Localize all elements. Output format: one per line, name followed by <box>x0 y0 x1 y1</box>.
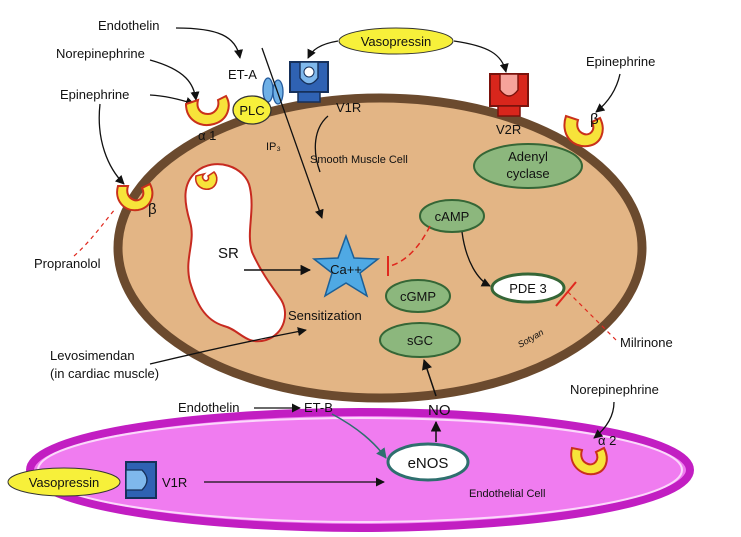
milrinone-inhibit-bar <box>555 281 577 307</box>
arrow-norepinephrine-to-alpha2 <box>593 401 615 439</box>
norepinephrine-top-label: Norepinephrine <box>56 46 145 61</box>
propranolol-inhibit-line <box>73 207 117 257</box>
pde3-node <box>490 272 566 304</box>
beta-left-label: β <box>148 201 157 218</box>
enos-node <box>386 442 470 482</box>
arrow-levosimendan-to-sensitization <box>149 327 307 365</box>
arrow-etb-to-enos <box>331 413 387 459</box>
camp-node <box>419 199 485 233</box>
cgmp-label: cGMP <box>400 289 436 304</box>
ca-label: Ca++ <box>330 262 362 277</box>
v2r-receptor <box>489 73 529 117</box>
arrow-v1r-to-ca <box>314 115 329 173</box>
sr-label: SR <box>218 245 239 262</box>
arrow-no-to-sgc <box>422 359 437 397</box>
endothelin-bottom-label: Endothelin <box>178 400 239 415</box>
vasopressin-bottom-pill: Vasopressin <box>7 467 121 497</box>
epinephrine-right-label: Epinephrine <box>586 54 655 69</box>
milrinone-inhibit-line <box>565 289 617 341</box>
beta-receptor-left <box>116 182 154 212</box>
adenyl-cyclase-node <box>473 143 583 189</box>
arrow-endothelin-to-eta <box>175 27 244 59</box>
v2r-label: V2R <box>496 122 521 137</box>
endothelial-cell-label: Endothelial Cell <box>469 488 545 500</box>
vasopressin-bottom-label: Vasopressin <box>29 475 100 490</box>
plc-label: PLC <box>239 103 264 118</box>
alpha1-receptor <box>184 94 230 126</box>
beta-receptor-right <box>563 114 604 148</box>
norepinephrine-bottom-label: Norepinephrine <box>570 382 659 397</box>
camp-label: cAMP <box>435 209 470 224</box>
pde3-label: PDE 3 <box>509 281 547 296</box>
arrow-epinephrine-to-beta-left <box>98 103 125 185</box>
calcium-star <box>311 233 381 298</box>
v1r-top-label: V1R <box>336 100 361 115</box>
enos-label: eNOS <box>408 455 449 472</box>
adenyl-cyclase-line2: cyclase <box>506 166 549 181</box>
etb-label: ET-B <box>304 400 333 415</box>
levosimendan-line1: Levosimendan <box>50 348 135 363</box>
v1r-top-receptor <box>289 61 329 103</box>
sarcoplasmic-reticulum <box>184 163 286 343</box>
arrow-vasopressin-to-v2r <box>453 40 509 73</box>
alpha2-label: α 2 <box>598 433 616 448</box>
endothelin-top-label: Endothelin <box>98 18 159 33</box>
cgmp-node <box>385 279 451 313</box>
arrow-eta-to-ca <box>261 47 324 219</box>
arrow-epinephrine-to-beta-right <box>595 73 621 113</box>
endothelial-cell-membrane <box>26 408 694 532</box>
sr-receptor-icon <box>194 170 218 191</box>
plc-node <box>232 95 272 125</box>
alpha1-label: α 1 <box>198 128 216 143</box>
propranolol-label: Propranolol <box>34 256 101 271</box>
v1r-bottom-receptor <box>125 461 157 499</box>
sgc-label: sGC <box>407 333 433 348</box>
vasopressin-top-pill: Vasopressin <box>338 27 454 55</box>
arrow-camp-to-pde3 <box>461 231 491 287</box>
no-label: NO <box>428 402 451 419</box>
beta-right-label: β <box>590 111 599 128</box>
adenyl-cyclase-line1: Adenyl <box>508 149 548 164</box>
epinephrine-left-label: Epinephrine <box>60 87 129 102</box>
eta-label: ET-A <box>228 67 257 82</box>
sgc-node <box>379 322 461 358</box>
smooth-muscle-cell-label: Smooth Muscle Cell <box>310 154 408 166</box>
inhibit-camp-to-ca <box>389 225 431 267</box>
alpha2-receptor <box>570 446 608 476</box>
arrow-norepinephrine-to-alpha1 <box>149 59 200 101</box>
vasopressin-top-label: Vasopressin <box>361 34 432 49</box>
sensitization-label: Sensitization <box>288 308 362 323</box>
v1r-bottom-label: V1R <box>162 475 187 490</box>
levosimendan-line2: (in cardiac muscle) <box>50 366 159 381</box>
arrow-vasopressin-to-v1r <box>307 40 339 59</box>
milrinone-label: Milrinone <box>620 335 673 350</box>
ip3-label: IP₃ <box>266 141 281 153</box>
